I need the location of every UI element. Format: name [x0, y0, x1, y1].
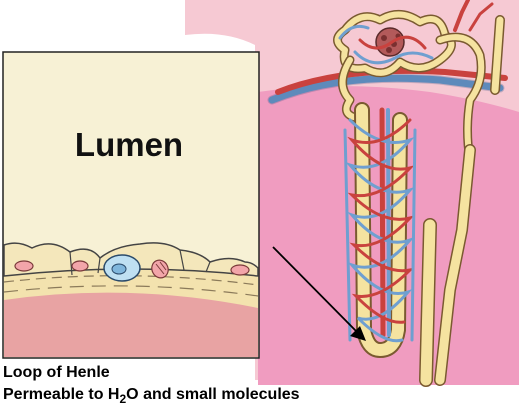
- caption-permeability: Permeable to H2O and small molecules: [3, 386, 300, 406]
- vasa-recta-mesh: [343, 118, 417, 343]
- convoluted-tubules: [333, 0, 494, 165]
- loop-of-henle: [354, 102, 408, 358]
- pointer-arrow: [272, 246, 366, 341]
- horizontal-vessels: [267, 67, 508, 105]
- caption-title: Loop of Henle: [3, 364, 110, 381]
- caption-line2-before: Permeable to H: [3, 386, 120, 403]
- lumen-panel: [2, 51, 260, 359]
- collecting-duct: [419, 15, 505, 387]
- lumen-label: Lumen: [74, 126, 184, 163]
- caption-line2-sub: 2: [119, 392, 127, 406]
- caption-line2-after: O and small molecules: [126, 386, 300, 403]
